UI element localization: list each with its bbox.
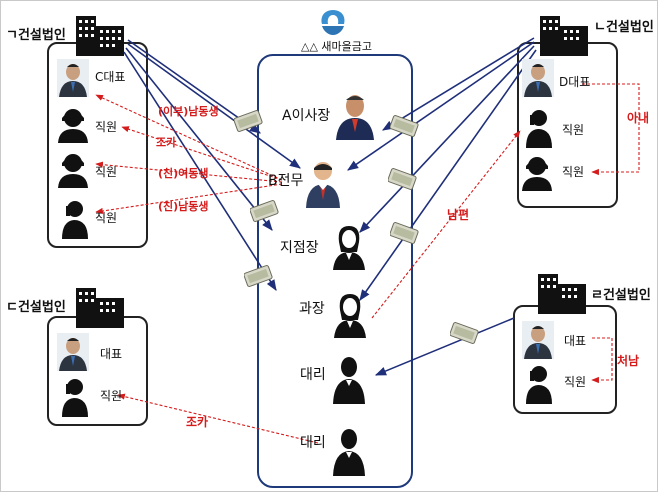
ceo-photo-c (57, 333, 89, 371)
company-d-person-2-label: 직원 (564, 375, 587, 389)
building-icon-b (540, 16, 588, 56)
employee-phone-silhouette-icon (526, 366, 552, 404)
bank-staff-3-label: 지점장 (280, 240, 319, 256)
bribe-arrow-a-3 (125, 47, 273, 231)
relation-label-nephew: 조카 (186, 415, 209, 429)
company-a-person-2-label: 직원 (95, 120, 118, 134)
company-b-person-2-label: 직원 (562, 123, 585, 137)
bank-staff-6-label: 대리 (300, 435, 326, 451)
bribe-arrow-b-4 (359, 49, 537, 301)
bank-staff-5-label: 대리 (300, 367, 326, 383)
building-icon-c (76, 288, 124, 328)
company-d-title: ㄹ건설법인 (591, 288, 651, 303)
manager-man-icon (306, 162, 340, 208)
company-a-person-1-label: C대표 (95, 70, 126, 84)
ceo-photo-b (522, 59, 554, 97)
money-icon-5 (388, 168, 417, 190)
company-c-person-1-label: 대표 (100, 347, 123, 361)
relation-label-a-emp1: 조카 (156, 136, 177, 149)
bank-staff-1-label: A이사장 (282, 108, 331, 124)
company-b-person-1-label: D대표 (559, 75, 591, 89)
relation-arrow-4 (95, 183, 283, 215)
bribe-arrow-d-1 (374, 317, 515, 376)
building-icon-a (76, 16, 124, 56)
bank-logo-icon (321, 10, 345, 35)
money-icon-2 (250, 200, 279, 222)
ceo-photo-a (57, 59, 89, 97)
employee-silhouette-icon (522, 157, 552, 191)
ceo-photo-d (522, 321, 554, 359)
building-icon-d (538, 274, 586, 314)
bribe-arrow-a-4 (123, 51, 277, 291)
employee-silhouette-icon (58, 154, 88, 188)
money-icon-4 (390, 115, 419, 137)
relation-arrow-2 (121, 126, 283, 181)
section-chief-woman-icon (334, 294, 366, 338)
bribe-arrow-b-2 (347, 41, 535, 171)
money-icon-1 (234, 110, 263, 132)
company-a-person-4-label: 직원 (95, 211, 118, 225)
assistant-manager-silhouette-icon (333, 357, 365, 404)
relation-label-a-emp2: (친)여동생 (158, 167, 209, 180)
bank-staff-4-label: 과장 (299, 301, 325, 317)
company-a-title: ㄱ건설법인 (6, 28, 66, 43)
bank-staff-2-label: B전무 (268, 173, 304, 189)
employee-phone-silhouette-icon (62, 379, 88, 417)
relation-arrow-in-law (591, 337, 613, 384)
relation-arrow-1 (95, 94, 283, 181)
assistant-manager-silhouette-icon (333, 429, 365, 476)
relation-label-brother-in-law: 처남 (617, 354, 640, 368)
money-icon-7 (450, 322, 479, 344)
company-b-person-3-label: 직원 (562, 165, 585, 179)
company-c-person-2-label: 직원 (100, 389, 123, 403)
relation-arrow-3 (95, 161, 283, 183)
employee-phone-silhouette-icon (62, 201, 88, 239)
branch-manager-woman-icon (333, 226, 365, 270)
bribe-arrow-b-3 (359, 45, 535, 233)
money-icon-3 (244, 265, 273, 287)
relation-label-wife: 아내 (627, 111, 650, 125)
relation-arrow-wife (582, 83, 640, 176)
chairman-photo (336, 95, 374, 140)
bribe-arrow-a-2 (127, 43, 301, 169)
bank-title: △△ 새마을금고 (301, 40, 373, 53)
money-icon-6 (390, 222, 419, 244)
company-a-person-3-label: 직원 (95, 165, 118, 179)
employee-phone-silhouette-icon (526, 110, 552, 148)
employee-silhouette-icon (58, 109, 88, 143)
relation-label-a-emp3: (친)남동생 (158, 200, 209, 213)
relation-arrow-nephew (117, 393, 319, 444)
company-d-person-1-label: 대표 (564, 334, 587, 348)
relation-label-husband: 남편 (447, 208, 470, 222)
company-c-title: ㄷ건설법인 (6, 300, 66, 315)
bribe-arrow-b-1 (382, 37, 535, 131)
company-b-title: ㄴ건설법인 (594, 20, 654, 35)
relation-label-a-ceo: (이부)남동생 (158, 105, 219, 118)
